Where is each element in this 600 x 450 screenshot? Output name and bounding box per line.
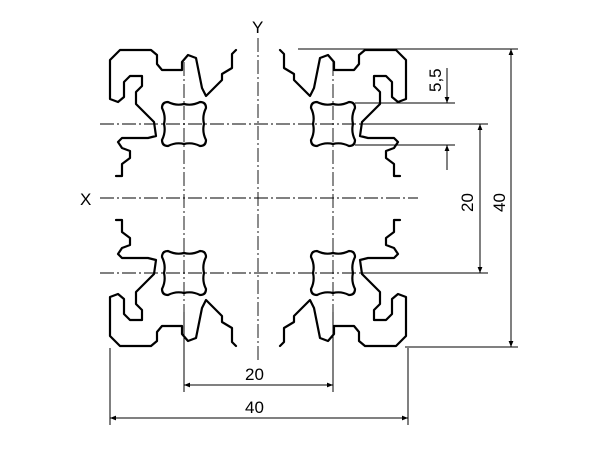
core-hole [160, 100, 208, 148]
axis-label-y: Y [252, 18, 263, 37]
dim-text-bottom-inner: 20 [245, 365, 264, 384]
core-hole [309, 249, 357, 297]
profile-quadrant [108, 218, 238, 348]
axis-label-x: X [80, 190, 91, 209]
dim-text-right-outer: 40 [490, 193, 509, 212]
profile-quadrant [278, 48, 408, 178]
center-lines [100, 38, 418, 362]
profile-quadrant [278, 218, 408, 348]
dim-text-slot: 5,5 [426, 68, 445, 92]
dim-text-right-inner: 20 [458, 193, 477, 212]
dimension-lines [110, 49, 514, 421]
profile-outline [108, 48, 408, 348]
profile-quadrant [108, 48, 238, 178]
dim-text-bottom-outer: 40 [245, 398, 264, 417]
extension-lines [109, 48, 518, 425]
core-hole [160, 249, 208, 297]
core-hole [309, 100, 357, 148]
